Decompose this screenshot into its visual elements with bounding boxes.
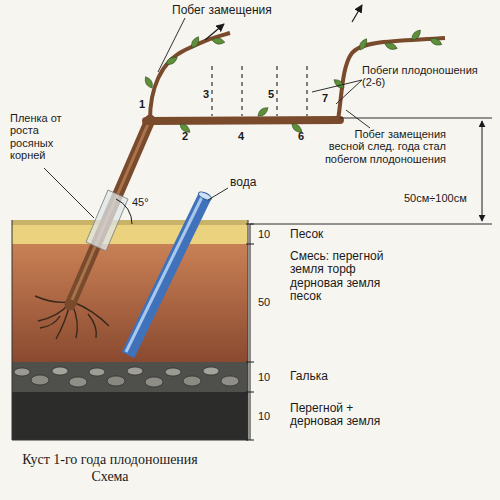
film-label: Пленка от роста росяных корней	[10, 112, 72, 161]
leader-line	[336, 80, 362, 104]
pipe-highlight	[126, 197, 202, 352]
fruiting-shoot	[241, 66, 242, 116]
leaf	[384, 41, 398, 51]
leader-line	[208, 188, 228, 200]
vine-trunk	[70, 120, 150, 305]
leaf	[332, 77, 346, 90]
layer-thickness: 10	[258, 410, 280, 422]
angle-arc	[116, 199, 132, 224]
humus-turf-layer	[12, 392, 248, 440]
pebbles	[14, 367, 239, 387]
leader-line	[312, 80, 362, 92]
pebble	[127, 367, 143, 375]
leader-line	[158, 18, 185, 72]
layer-thickness: 10	[258, 228, 280, 240]
layer-thickness: 50	[258, 296, 280, 308]
callout-number: 5	[268, 88, 282, 100]
pebble	[183, 376, 201, 386]
pebble	[107, 376, 125, 386]
callout-number: 6	[298, 130, 312, 142]
pebble	[203, 367, 219, 375]
leaf	[143, 75, 155, 89]
callout-number: 1	[139, 98, 153, 110]
sand-layer	[12, 225, 248, 244]
pebble	[165, 368, 181, 376]
dimension-label: 50см÷100см	[404, 192, 480, 204]
leader-lines	[44, 18, 370, 218]
layer-label: Смесь: перегной земля торф дерновая земл…	[290, 250, 386, 304]
vine-arm	[146, 120, 340, 121]
trunk-highlight	[72, 124, 148, 300]
root	[40, 316, 60, 328]
leaf	[211, 37, 225, 45]
layer-label: Перегной + дерновая земля	[290, 402, 400, 429]
leaf	[410, 28, 423, 42]
figure-caption: Куст 1-го года плодоношения Схема	[10, 452, 210, 486]
pebble	[89, 368, 105, 376]
water-label: вода	[230, 176, 270, 189]
pebble	[31, 375, 49, 385]
pebble	[14, 368, 30, 376]
replacement-shoot	[338, 38, 445, 120]
pipe-opening	[197, 190, 212, 202]
dimension-extension	[250, 118, 492, 224]
replacement-shoot	[150, 33, 230, 120]
leaf	[189, 35, 201, 49]
fruiting-shoots	[212, 66, 307, 116]
leader-line	[346, 110, 370, 128]
leaf	[429, 36, 443, 47]
dimension-line	[482, 121, 483, 221]
ground-surface	[12, 220, 248, 225]
fruiting-shoot	[211, 66, 212, 116]
shoot-label: Побег замещения	[172, 4, 292, 17]
pit-outline	[12, 220, 248, 440]
layer-thickness: 10	[258, 371, 280, 383]
shoot-label: Побеги плодоношения (2-6)	[362, 64, 490, 89]
leaf	[165, 55, 179, 67]
note-text: Побег замещения весной след. года стал п…	[318, 128, 446, 165]
leaf	[357, 37, 369, 51]
layer-label: Песок	[290, 228, 370, 241]
pebble	[52, 367, 68, 375]
pebble	[69, 377, 87, 387]
root	[73, 302, 109, 326]
fruiting-shoot	[306, 66, 307, 116]
pebble	[145, 377, 163, 387]
growth-arrow	[352, 5, 362, 22]
growth-arrow	[205, 24, 224, 40]
callout-number: 7	[322, 92, 336, 104]
water-pipe	[128, 196, 205, 355]
layer-scale	[246, 224, 254, 440]
callout-number: 3	[203, 88, 217, 100]
leader-line	[44, 168, 94, 218]
layer-label: Галька	[290, 370, 370, 383]
pebble-layer	[12, 362, 248, 392]
callout-number: 2	[182, 130, 196, 142]
angle-label: 45°	[132, 196, 166, 208]
leaf	[256, 105, 270, 118]
film-sleeve	[86, 190, 128, 251]
root	[88, 314, 96, 338]
callout-number: 4	[238, 130, 252, 142]
fruiting-shoot	[276, 66, 277, 116]
pebble	[221, 376, 239, 386]
